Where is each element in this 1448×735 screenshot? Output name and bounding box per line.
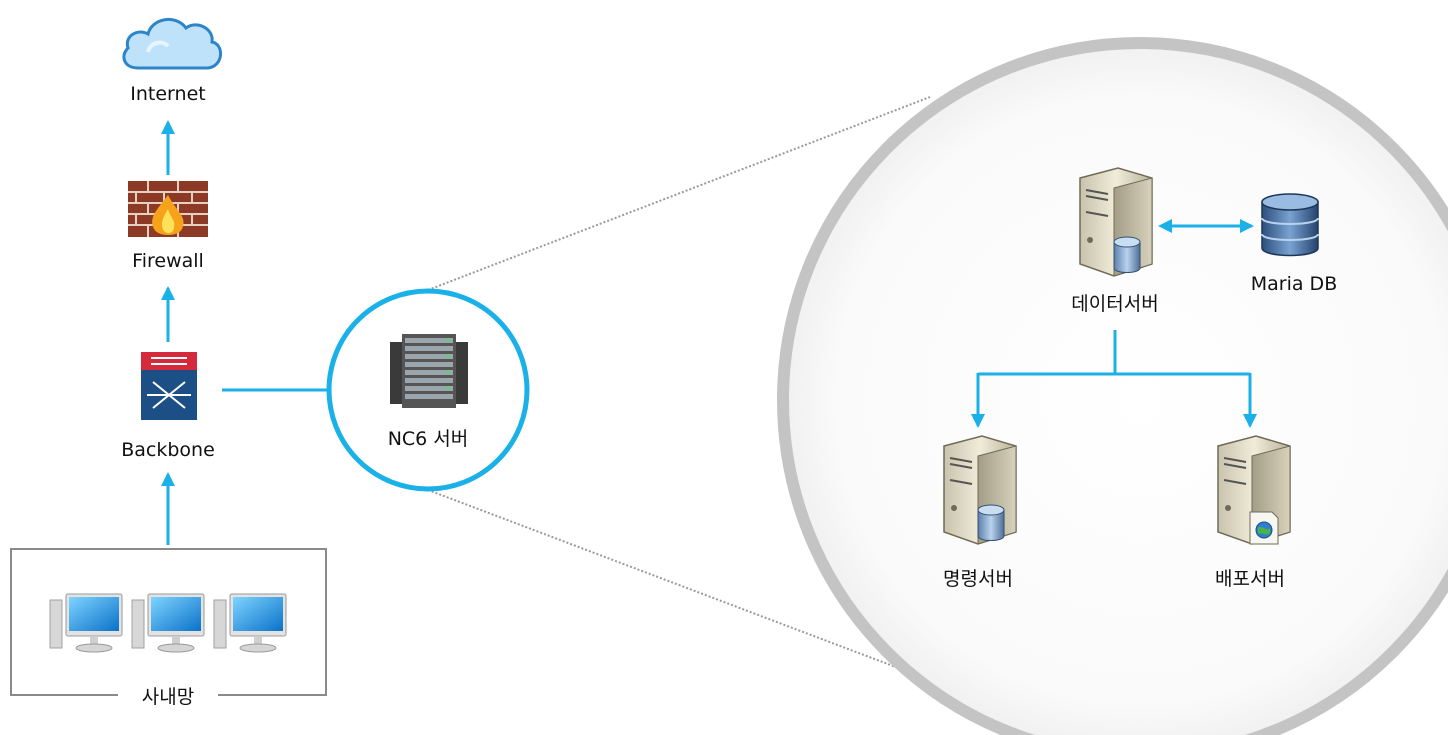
- switch-icon: [141, 352, 197, 420]
- desktop-computer-icon: [49, 593, 123, 653]
- intranet-label: 사내망: [142, 686, 194, 708]
- zoom-line-top: [427, 96, 931, 291]
- zoom-line-bottom: [427, 489, 931, 681]
- data-server-label: 데이터서버: [1071, 293, 1158, 315]
- firewall-label: Firewall: [132, 250, 204, 272]
- intranet-label-bg: [118, 680, 218, 710]
- tree-connector: [978, 330, 1250, 376]
- server-rack-icon: [390, 334, 468, 408]
- nc6-label: NC6 서버: [388, 428, 469, 450]
- desktop-computer-icon: [131, 593, 205, 653]
- database-server-icon: [943, 435, 1017, 545]
- desktop-computer-icon: [213, 593, 287, 653]
- backbone-label: Backbone: [121, 439, 215, 461]
- internet-label: Internet: [130, 83, 205, 105]
- deploy-server-label: 배포서버: [1215, 568, 1285, 590]
- command-server-label: 명령서버: [943, 568, 1013, 590]
- firewall-icon: [128, 181, 208, 237]
- database-icon: [1261, 193, 1319, 257]
- maria-db-label: Maria DB: [1251, 273, 1337, 295]
- zoom-circle: [777, 37, 1448, 735]
- cloud-icon: [122, 18, 222, 70]
- database-server-icon: [1079, 167, 1153, 277]
- web-server-icon: [1217, 435, 1291, 545]
